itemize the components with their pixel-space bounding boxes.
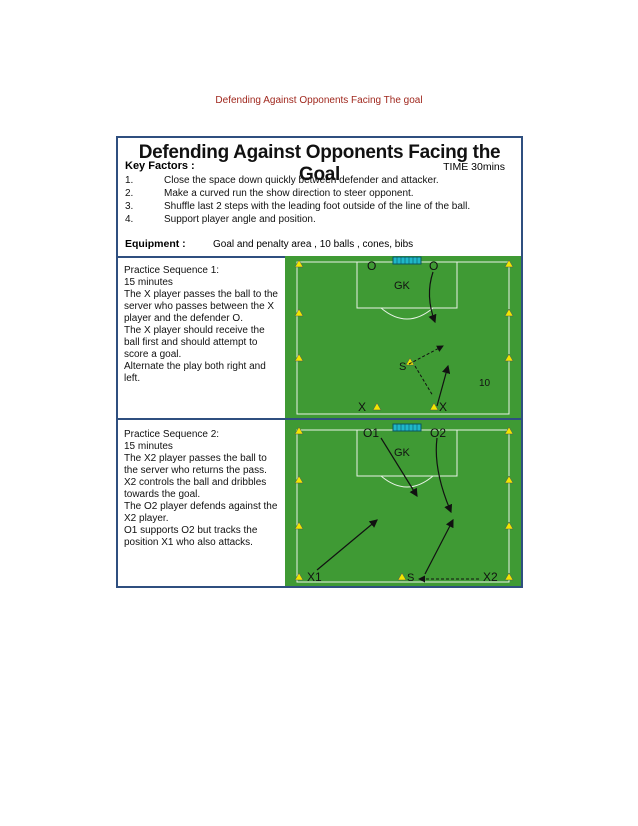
equipment-value: Goal and penalty area , 10 balls , cones… bbox=[213, 239, 414, 250]
distance-label: 10 bbox=[479, 378, 491, 389]
description-line: Practice Sequence 2: bbox=[124, 429, 220, 440]
goalkeeper-label: GK bbox=[394, 447, 411, 459]
page-caption: Defending Against Opponents Facing The g… bbox=[215, 95, 423, 106]
practice-sequence-2: Practice Sequence 2: 15 minutes The X2 p… bbox=[118, 420, 521, 586]
cone-icon bbox=[294, 475, 304, 484]
cone-icon bbox=[294, 521, 304, 530]
description-line: 15 minutes bbox=[124, 277, 173, 288]
o2-run-arrow bbox=[435, 437, 453, 514]
pitch-diagram-1: O O GK S 10 X X bbox=[285, 256, 521, 418]
key-factor-text: Shuffle last 2 steps with the leading fo… bbox=[164, 201, 471, 212]
description-line: The X player passes the ball to the bbox=[124, 289, 278, 300]
description-line: X2 player. bbox=[124, 513, 169, 524]
o1-run-arrow bbox=[380, 437, 418, 498]
cone-icon bbox=[294, 259, 304, 268]
cone-icon bbox=[504, 521, 514, 530]
key-factor-number: 2. bbox=[125, 188, 134, 199]
cone-icon bbox=[294, 572, 304, 581]
key-factor-number: 1. bbox=[125, 175, 134, 186]
description-line: left. bbox=[124, 373, 141, 384]
pitch-diagram-2: O1 O2 GK X1 S X2 bbox=[285, 420, 521, 586]
cone-icon bbox=[397, 572, 407, 581]
cone-icon bbox=[294, 426, 304, 435]
description-line: position X1 who also attacks. bbox=[124, 537, 253, 548]
description-line: Practice Sequence 1: bbox=[124, 265, 220, 276]
cone-icon bbox=[429, 402, 439, 411]
description-line: towards the goal. bbox=[124, 489, 201, 500]
x1-run-arrow bbox=[316, 519, 378, 571]
defender-o-label: O bbox=[367, 259, 376, 273]
description-line: server who passes between the X bbox=[124, 301, 275, 312]
description-line: score a goal. bbox=[124, 349, 182, 360]
card-title: Defending Against Opponents Facing the G… bbox=[138, 142, 501, 185]
description-line: Alternate the play both right and bbox=[124, 361, 266, 372]
attacker-run-arrow bbox=[436, 364, 451, 407]
description-line: The X2 player passes the ball to bbox=[124, 453, 267, 464]
session-card: Defending Against Opponents Facing the G… bbox=[116, 136, 523, 588]
cone-icon bbox=[372, 402, 382, 411]
attacker-x-label: X bbox=[439, 400, 447, 414]
cone-icon bbox=[504, 259, 514, 268]
description-line: X2 controls the ball and dribbles bbox=[124, 477, 267, 488]
server-label: S bbox=[407, 572, 414, 584]
cone-icon bbox=[504, 353, 514, 362]
cone-icon bbox=[504, 475, 514, 484]
defender-o-label: O bbox=[429, 259, 438, 273]
penalty-arc bbox=[380, 307, 434, 320]
key-factor-number: 3. bbox=[125, 201, 134, 212]
practice-sequence-1: Practice Sequence 1: 15 minutes The X pl… bbox=[118, 256, 521, 420]
sequence-2-description: Practice Sequence 2: 15 minutes The X2 p… bbox=[124, 429, 282, 549]
defender-run-arrow bbox=[428, 271, 437, 324]
goal-icon bbox=[392, 256, 422, 265]
equipment-label: Equipment : bbox=[125, 238, 186, 250]
description-line: The X player should receive the bbox=[124, 325, 265, 336]
o2-label: O2 bbox=[430, 426, 446, 440]
sequence-1-description: Practice Sequence 1: 15 minutes The X pl… bbox=[124, 265, 282, 385]
pitch-drawing: O1 O2 GK X1 S X2 bbox=[294, 423, 514, 584]
key-factor-text: Close the space down quickly between def… bbox=[164, 175, 439, 186]
cone-icon bbox=[405, 357, 415, 366]
key-factor-number: 4. bbox=[125, 214, 134, 225]
cone-icon bbox=[294, 353, 304, 362]
goalkeeper-label: GK bbox=[394, 280, 411, 292]
cone-icon bbox=[504, 426, 514, 435]
server-label: S bbox=[399, 361, 406, 373]
session-time: TIME 30mins bbox=[443, 161, 505, 173]
description-line: The O2 player defends against the bbox=[124, 501, 278, 512]
x2-label: X2 bbox=[483, 570, 498, 584]
cone-icon bbox=[294, 308, 304, 317]
x1-label: X1 bbox=[307, 570, 322, 584]
goal-icon bbox=[392, 423, 422, 432]
pass-line bbox=[414, 365, 434, 397]
o1-label: O1 bbox=[363, 426, 379, 440]
cone-icon bbox=[504, 572, 514, 581]
key-factor-text: Support player angle and position. bbox=[164, 214, 316, 225]
description-line: player and the defender O. bbox=[124, 313, 243, 324]
description-line: the server who returns the pass. bbox=[124, 465, 267, 476]
description-line: 15 minutes bbox=[124, 441, 173, 452]
pass-arrow bbox=[408, 345, 444, 365]
description-line: O1 supports O2 but tracks the bbox=[124, 525, 258, 536]
attacker-x-label: X bbox=[358, 400, 366, 414]
card-header: Defending Against Opponents Facing the G… bbox=[118, 138, 521, 258]
description-line: ball first and should attempt to bbox=[124, 337, 258, 348]
penalty-arc bbox=[380, 475, 434, 488]
key-factor-text: Make a curved run the show direction to … bbox=[164, 188, 414, 199]
cone-icon bbox=[504, 308, 514, 317]
pitch-drawing: O O GK S 10 X X bbox=[294, 256, 514, 415]
key-factors-label: Key Factors : bbox=[125, 160, 195, 172]
x2-run-arrow bbox=[424, 518, 454, 575]
